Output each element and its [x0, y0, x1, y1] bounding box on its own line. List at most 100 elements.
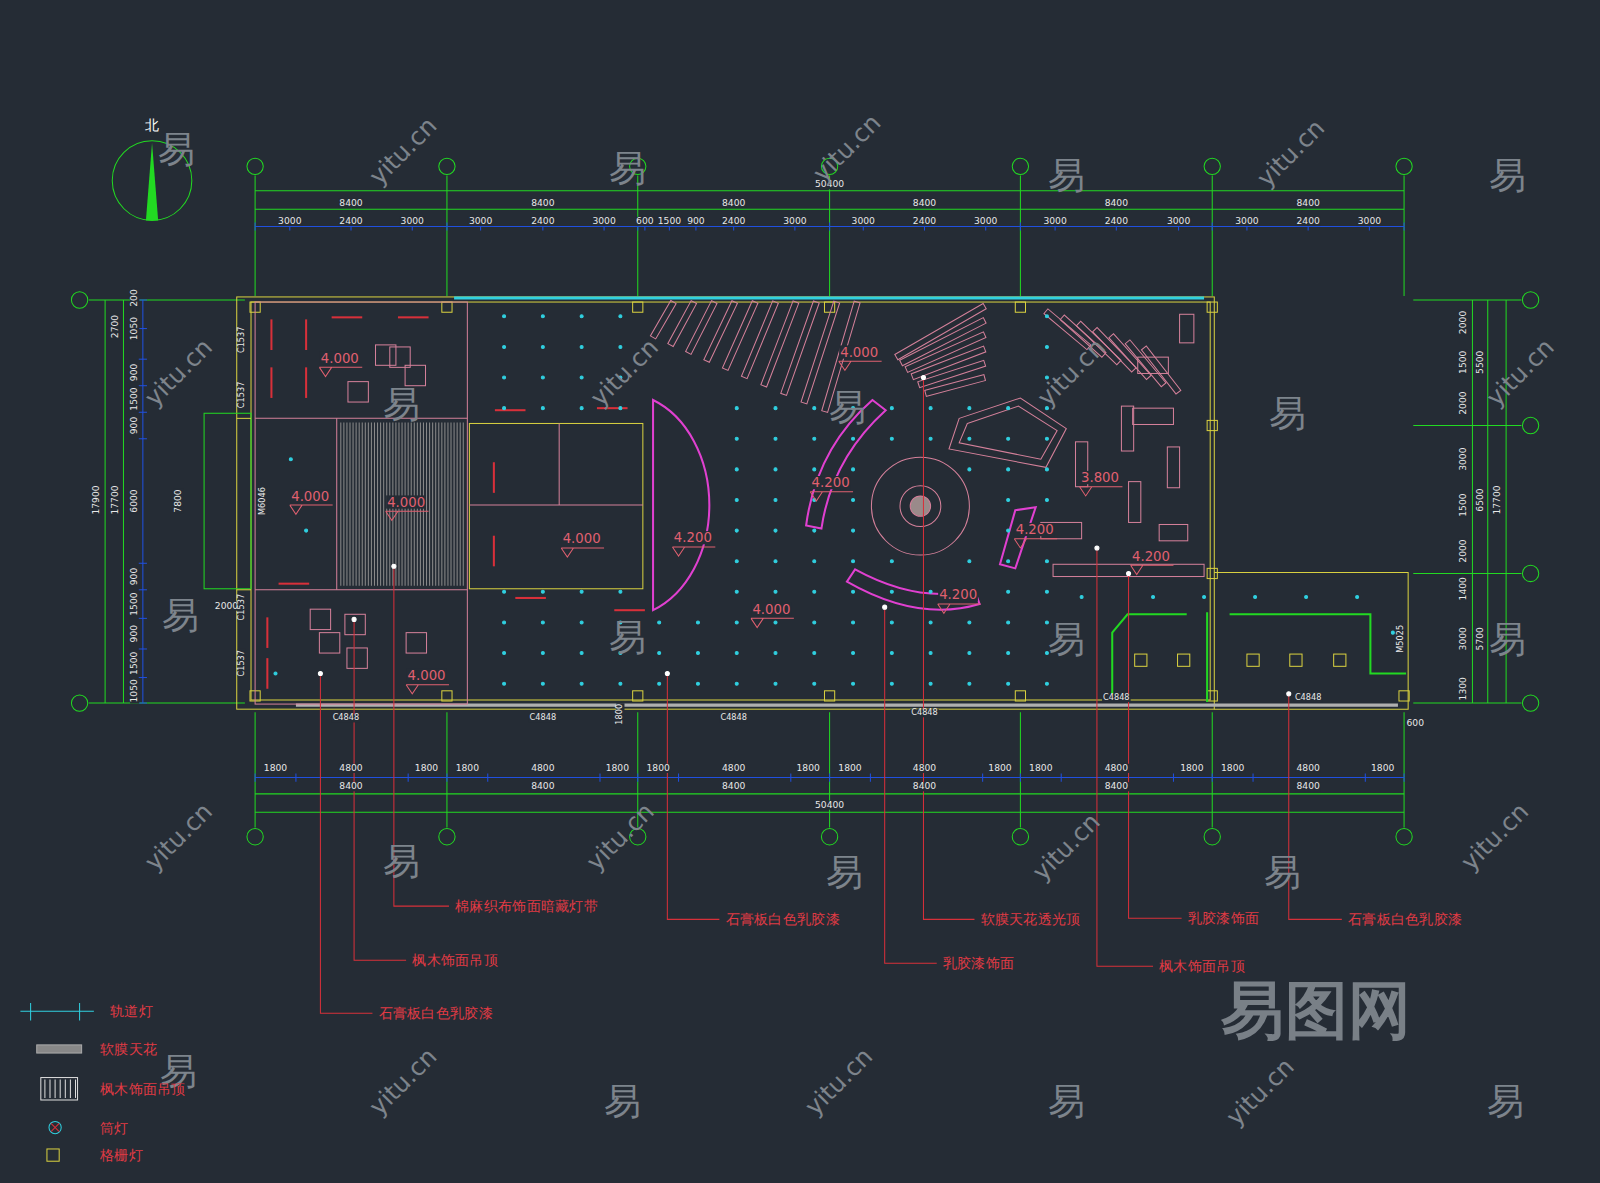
plan-line	[1413, 299, 1521, 300]
dimension: 3000	[468, 217, 493, 226]
plan-line	[559, 423, 560, 505]
plan-rect	[633, 691, 643, 701]
plan-line	[637, 176, 638, 296]
watermark: 易	[162, 597, 199, 634]
dimension: 2400	[912, 217, 937, 226]
plan-circle	[1007, 498, 1010, 501]
plan-line	[270, 319, 272, 350]
plan-circle	[821, 829, 837, 845]
plan-rect	[1053, 564, 1204, 576]
dimension: 17900	[92, 484, 101, 515]
plan-rect	[1180, 314, 1194, 343]
window-code: M6046	[259, 486, 267, 516]
plan-line	[255, 176, 256, 296]
plan-line	[1404, 712, 1405, 827]
plan-circle	[274, 672, 277, 675]
plan-circle	[890, 621, 893, 624]
plan-line	[237, 589, 251, 590]
plan-line	[438, 422, 439, 585]
plan-rect	[442, 302, 452, 312]
north-arrow	[146, 143, 158, 221]
plan-circle	[813, 652, 816, 655]
plan-line	[343, 422, 344, 585]
dimension: 1800	[1220, 764, 1245, 773]
plan-circle	[968, 560, 971, 563]
dimension: 8400	[1104, 782, 1129, 791]
watermark: 易	[1048, 157, 1085, 194]
plan-circle	[910, 496, 930, 516]
plan-circle	[503, 315, 506, 318]
dimension: 1400	[1459, 576, 1468, 601]
dimension: 8400	[721, 198, 746, 207]
plan-line	[1413, 425, 1521, 426]
plan-circle	[735, 407, 738, 410]
dimension: 1800	[263, 764, 288, 773]
dimension: 8400	[338, 198, 363, 207]
plan-circle	[503, 590, 506, 593]
plan-circle	[352, 617, 356, 621]
plan-line	[123, 300, 124, 703]
plan-rect	[1207, 691, 1217, 701]
plan-rect	[41, 1078, 78, 1100]
plan-line	[1020, 712, 1021, 827]
dimension: 1800	[414, 764, 439, 773]
plan-circle	[1204, 829, 1220, 845]
wood-slat	[741, 301, 778, 379]
dimension: 600	[635, 217, 655, 226]
plan-circle	[1080, 595, 1083, 598]
plan-line	[65, 1080, 66, 1098]
ceiling-level: 4.000	[407, 669, 447, 682]
level-mark	[319, 367, 362, 376]
dimension: 900	[130, 416, 139, 436]
plan-line	[487, 773, 488, 781]
plan-line	[20, 1011, 93, 1012]
watermark: yitu.cn	[365, 113, 441, 189]
watermark: yitu.cn	[365, 1044, 441, 1120]
plan-circle	[503, 652, 506, 655]
plan-line	[371, 422, 372, 585]
plan-rect	[1129, 482, 1141, 523]
plan-line	[139, 328, 147, 329]
dimension: 3000	[400, 217, 425, 226]
ceiling-level: 4.200	[673, 531, 713, 544]
plan-circle	[1152, 595, 1155, 598]
watermark: 易	[829, 390, 866, 427]
plan-line	[1212, 222, 1213, 230]
plan-circle	[968, 407, 971, 410]
plan-circle	[813, 682, 816, 685]
plan-line	[1365, 773, 1366, 781]
dimension: 200	[130, 288, 139, 308]
watermark: yitu.cn	[801, 1044, 877, 1120]
dimension: 8400	[912, 782, 937, 791]
level-mark	[839, 361, 882, 370]
dimension: 1500	[657, 217, 682, 226]
plan-line	[255, 418, 467, 419]
dimension: 600	[1406, 719, 1426, 728]
plan-circle	[968, 621, 971, 624]
plan-circle	[541, 621, 544, 624]
window-code: C1537	[238, 326, 246, 355]
plan-line	[432, 422, 433, 585]
plan-circle	[890, 652, 893, 655]
watermark: 易	[1269, 395, 1306, 432]
watermark: yitu.cn	[1028, 809, 1104, 885]
plan-line	[365, 422, 366, 585]
plan-rect	[1207, 420, 1217, 430]
plan-circle	[580, 682, 583, 685]
plan-circle	[774, 437, 777, 440]
ceiling-level: 3.800	[1080, 471, 1120, 484]
plan-circle	[852, 682, 855, 685]
dimension: 3000	[1166, 217, 1191, 226]
plan-line	[1020, 222, 1021, 230]
plan-line	[237, 418, 251, 419]
plan-circle	[890, 560, 893, 563]
plan-circle	[852, 498, 855, 501]
window-code: C1537	[238, 593, 246, 622]
plan-line	[266, 658, 268, 689]
dimension: 1800	[1179, 764, 1204, 773]
plan-circle	[1254, 595, 1257, 598]
plan-line	[451, 422, 452, 585]
plan-rect	[390, 347, 410, 367]
level-mark	[290, 505, 333, 514]
dimension: 1800	[987, 764, 1012, 773]
